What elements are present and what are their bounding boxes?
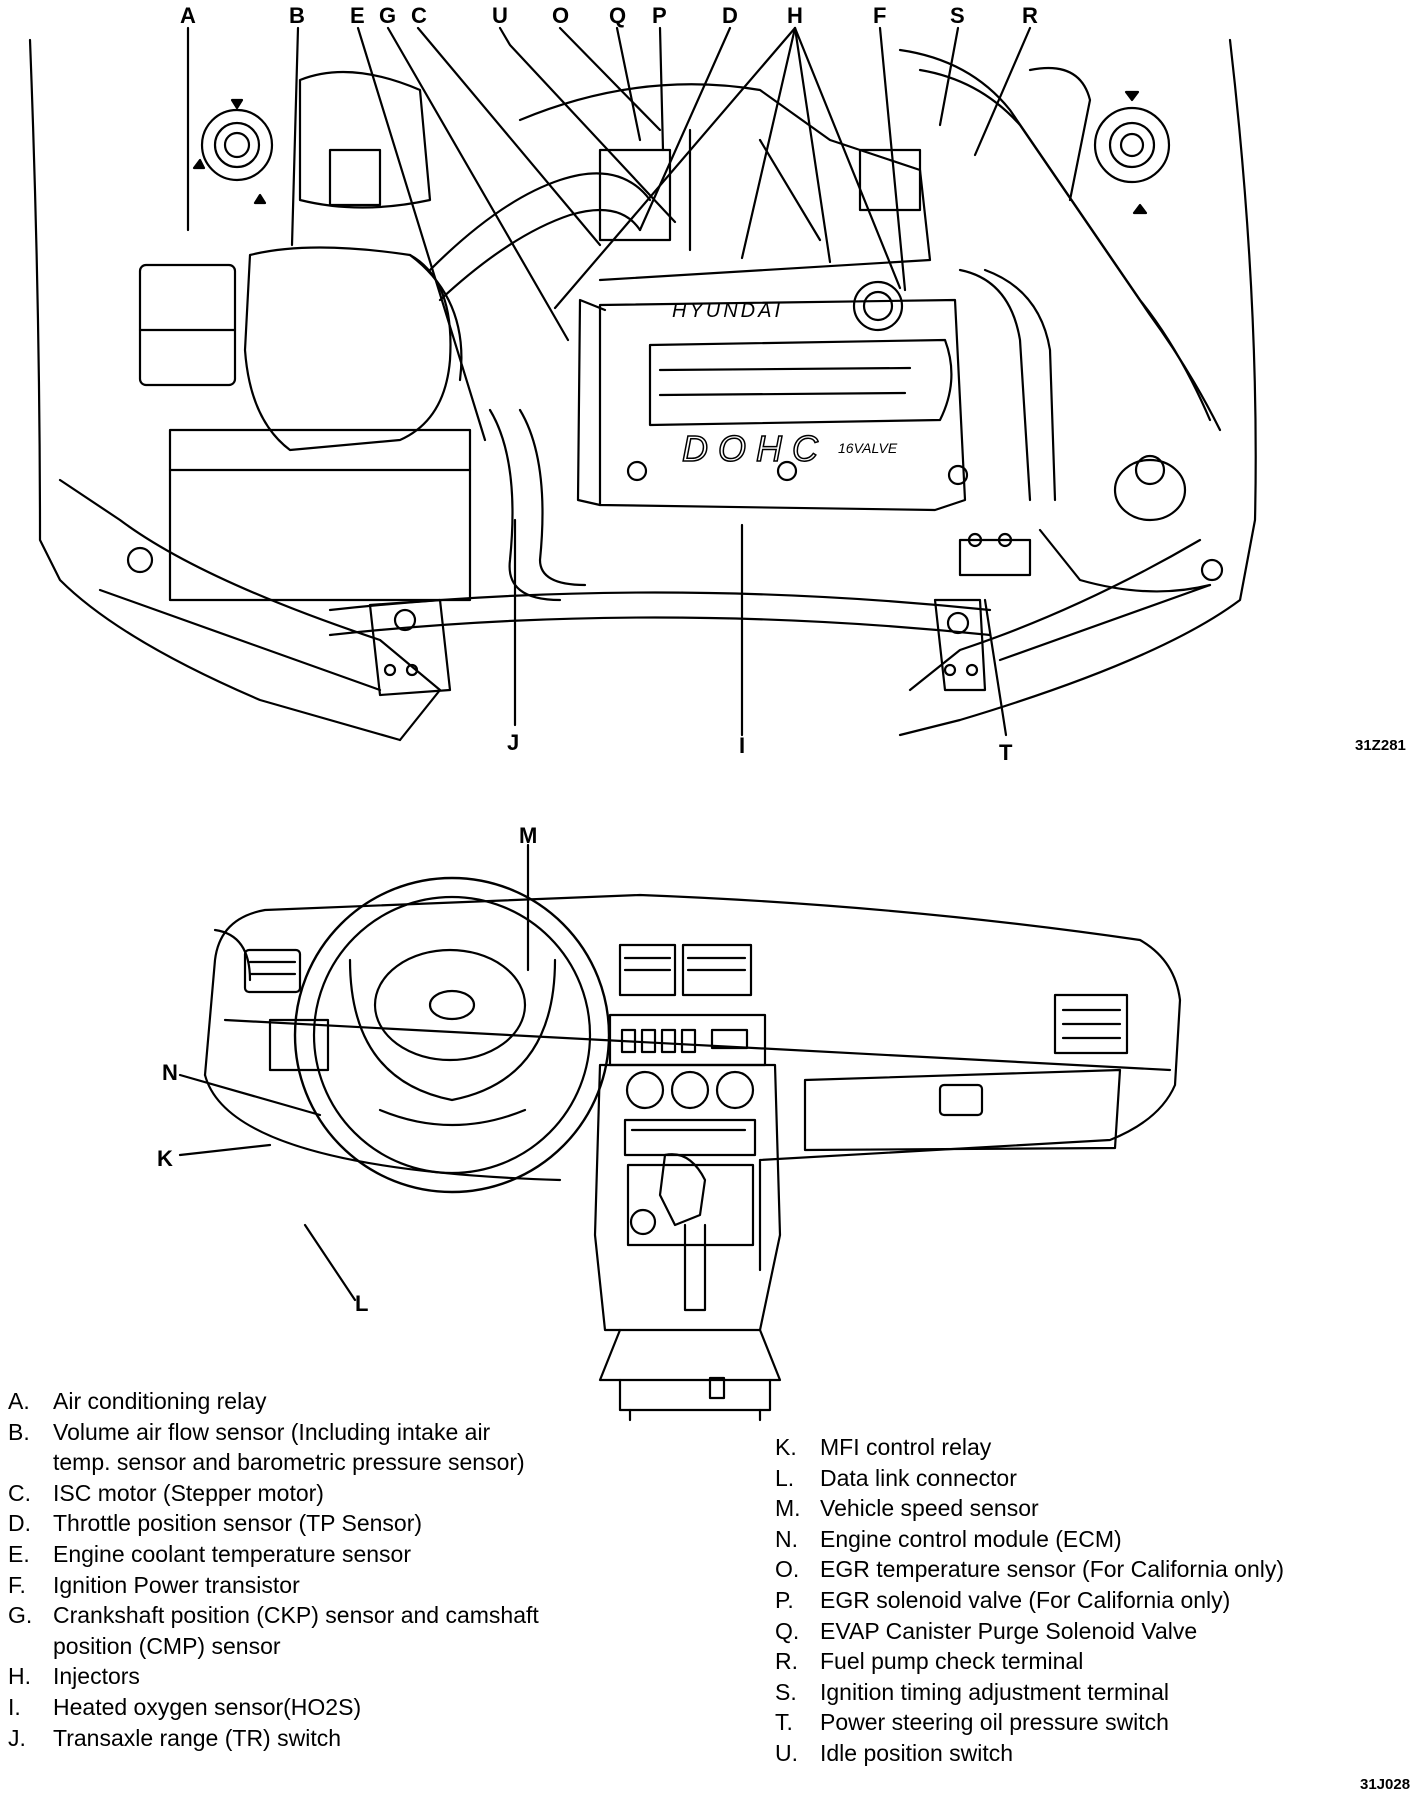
- legend-key: G.: [8, 1602, 33, 1629]
- legend-item: Q. EVAP Canister Purge Solenoid Valve: [775, 1616, 1284, 1647]
- legend-text: MFI control relay: [820, 1434, 992, 1460]
- legend-item: S. Ignition timing adjustment terminal: [775, 1677, 1284, 1708]
- legend-key: B.: [8, 1418, 30, 1445]
- legend-key: D.: [8, 1510, 31, 1537]
- legend-key: C.: [8, 1479, 31, 1506]
- callout-R: R: [1022, 3, 1038, 28]
- legend-left: A. Air conditioning relay B. Volume air fl…: [8, 1386, 539, 1753]
- legend-text: Crankshaft position (CKP) sensor and cam…: [53, 1602, 539, 1629]
- legend-text: Idle position switch: [820, 1739, 1014, 1766]
- legend-key: Q.: [775, 1617, 800, 1644]
- callout-C: C: [411, 3, 427, 28]
- legend-item: O. EGR temperature sensor (For California…: [775, 1554, 1284, 1585]
- legend-text: Injectors: [53, 1663, 140, 1690]
- legend-key: L.: [775, 1464, 795, 1491]
- legend-text: Air conditioning relay: [53, 1388, 267, 1414]
- callout-F: F: [873, 3, 887, 28]
- callout-I: I: [739, 733, 746, 758]
- callout-O: O: [552, 3, 570, 28]
- legend-text: Vehicle speed sensor: [820, 1495, 1039, 1522]
- legend-text: Volume air flow sensor (Including intake…: [53, 1418, 491, 1445]
- legend-item: B. Volume air flow sensor (Including inta…: [8, 1417, 539, 1448]
- legend-item: M. Vehicle speed sensor: [775, 1493, 1284, 1524]
- legend-key: K.: [775, 1434, 797, 1460]
- legend-key: F.: [8, 1571, 26, 1598]
- legend-text: Transaxle range (TR) switch: [53, 1724, 342, 1751]
- callout-P: P: [652, 3, 667, 28]
- legend-key: R.: [775, 1648, 798, 1675]
- callout-T: T: [999, 740, 1013, 765]
- legend-item: J. Transaxle range (TR) switch: [8, 1723, 539, 1754]
- callout-D: D: [722, 3, 738, 28]
- legend-key: N.: [775, 1525, 798, 1552]
- legend-item: N. Engine control module (ECM): [775, 1524, 1284, 1555]
- legend-item: L. Data link connector: [775, 1463, 1284, 1494]
- legend-item: U. Idle position switch: [775, 1738, 1284, 1769]
- legend-text: Engine coolant temperature sensor: [53, 1540, 411, 1567]
- legend-text: Ignition Power transistor: [53, 1571, 300, 1598]
- legend-key: U.: [775, 1739, 798, 1766]
- callout-E: E: [350, 3, 365, 28]
- legend-item: E. Engine coolant temperature sensor: [8, 1539, 539, 1570]
- legend-item: R. Fuel pump check terminal: [775, 1646, 1284, 1677]
- legend-key: E.: [8, 1540, 30, 1567]
- engine-cover-dohc: DOHC: [681, 427, 828, 470]
- legend-item: H. Injectors: [8, 1661, 539, 1692]
- callout-U: U: [492, 3, 508, 28]
- callout-H: H: [787, 3, 803, 28]
- legend-item: T. Power steering oil pressure switch: [775, 1707, 1284, 1738]
- callout-L: L: [355, 1291, 369, 1316]
- legend-key: J.: [8, 1724, 26, 1751]
- legend-text: EGR solenoid valve (For California only): [820, 1586, 1231, 1613]
- dashboard-figure-code: 31J028: [1360, 1776, 1411, 1793]
- legend-key: O.: [775, 1556, 800, 1583]
- legend-item: P. EGR solenoid valve (For California onl…: [775, 1585, 1284, 1616]
- legend-key: S.: [775, 1678, 797, 1705]
- callout-K: K: [157, 1146, 173, 1171]
- legend-text-continued: temp. sensor and barometric pressure sen…: [53, 1449, 525, 1476]
- engine-bay-drawing: [28, 26, 1257, 742]
- legend-text: ISC motor (Stepper motor): [53, 1479, 324, 1506]
- legend-item: A. Air conditioning relay: [8, 1386, 539, 1417]
- callout-Q: Q: [609, 3, 627, 28]
- legend-right: K. MFI control relay L. Data link connecto…: [775, 1432, 1284, 1769]
- legend-item: C. ISC motor (Stepper motor): [8, 1478, 539, 1509]
- engine-brand-label: HYUNDAI: [672, 300, 784, 322]
- legend-text: Data link connector: [820, 1464, 1017, 1491]
- engine-figure-code: 31Z281: [1355, 737, 1406, 754]
- legend-key: M.: [775, 1495, 801, 1522]
- legend-text-continued: position (CMP) sensor: [53, 1632, 281, 1659]
- callout-G: G: [379, 3, 397, 28]
- legend-key: I.: [8, 1693, 21, 1720]
- legend-key: T.: [775, 1709, 793, 1736]
- callout-S: S: [950, 3, 965, 28]
- legend-item: G. Crankshaft position (CKP) sensor and c…: [8, 1600, 539, 1631]
- legend-text: Engine control module (ECM): [820, 1525, 1122, 1552]
- legend-text: Throttle position sensor (TP Sensor): [53, 1510, 423, 1537]
- legend-key: H.: [8, 1663, 31, 1690]
- legend-item: F. Ignition Power transistor: [8, 1570, 539, 1601]
- legend-item: K. MFI control relay: [775, 1432, 1284, 1463]
- legend-text: EGR temperature sensor (For California o…: [820, 1556, 1284, 1583]
- legend-text: Fuel pump check terminal: [820, 1648, 1084, 1675]
- legend-text: Heated oxygen sensor(HO2S): [53, 1693, 362, 1720]
- legend-key: P.: [775, 1586, 794, 1613]
- legend-text: EVAP Canister Purge Solenoid Valve: [820, 1617, 1198, 1644]
- dashboard-drawing: [178, 843, 1182, 1422]
- callout-J: J: [507, 730, 520, 755]
- legend-item: I. Heated oxygen sensor(HO2S): [8, 1692, 539, 1723]
- legend-item: D. Throttle position sensor (TP Sensor): [8, 1508, 539, 1539]
- legend-text: Power steering oil pressure switch: [820, 1709, 1169, 1736]
- engine-cover-valve: 16VALVE: [838, 440, 898, 456]
- legend-key: A.: [8, 1388, 30, 1414]
- legend-text: Ignition timing adjustment terminal: [820, 1678, 1169, 1705]
- callout-A: A: [180, 3, 196, 28]
- callout-N: N: [162, 1060, 178, 1085]
- callout-B: B: [289, 3, 305, 28]
- callout-M: M: [519, 823, 538, 848]
